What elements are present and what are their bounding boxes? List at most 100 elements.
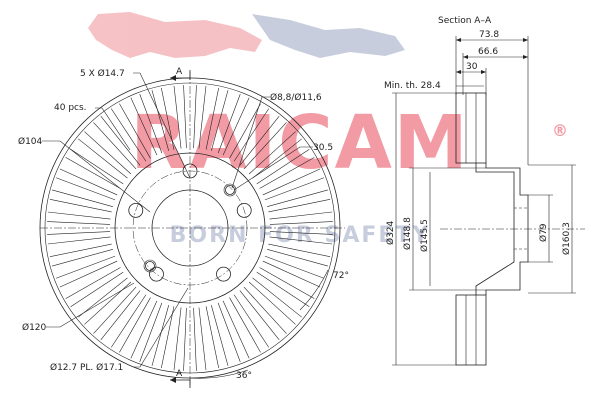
- vane-line: [139, 302, 163, 362]
- vane-line: [151, 90, 170, 151]
- vane-line: [47, 236, 111, 245]
- bolt-hole: [128, 202, 144, 218]
- label-d104: Ø104: [18, 136, 43, 147]
- hat-profile: [485, 163, 529, 295]
- vane-line: [198, 85, 207, 149]
- vane-line: [264, 255, 324, 279]
- vane-line: [130, 300, 158, 359]
- vane-line: [268, 199, 331, 213]
- vane-line: [248, 131, 296, 175]
- vane-line: [161, 306, 175, 369]
- vane-line: [256, 271, 310, 308]
- dim-d148: Ø148.8: [402, 217, 413, 250]
- vane-line: [269, 211, 333, 220]
- vane-line: [84, 131, 132, 175]
- vane-line: [256, 148, 310, 185]
- vane-line: [49, 243, 112, 257]
- braking-ring-top: [455, 92, 487, 164]
- vane-line: [100, 290, 141, 340]
- bolt-hole: [149, 266, 164, 282]
- section-mark-top: A: [176, 67, 183, 77]
- section-mark-bottom: A: [176, 369, 183, 379]
- section-title: Section A–A: [438, 16, 492, 26]
- vane-line: [78, 138, 128, 179]
- vane-line: [84, 281, 132, 325]
- vane-line: [100, 116, 141, 166]
- vane-line: [139, 94, 163, 154]
- vane-line: [233, 108, 270, 162]
- vane-line: [205, 87, 219, 150]
- vane-line: [151, 305, 170, 366]
- vane-line: [262, 260, 321, 288]
- brand-slogan: BORN FOR SAFETY: [170, 223, 431, 248]
- vane-line: [229, 103, 261, 159]
- vane-line: [217, 302, 241, 362]
- label-angle36: 36°: [236, 371, 252, 381]
- bolt-hole: [236, 202, 252, 218]
- vane-line: [243, 122, 287, 170]
- vane-line: [47, 231, 111, 235]
- vane-line: [222, 300, 250, 359]
- vane-line: [119, 103, 151, 159]
- label-vanes: 40 pcs.: [54, 103, 87, 113]
- vane-line: [248, 281, 296, 325]
- front-view: A A 5 X Ø14.7 40 pcs. Ø104 Ø8,8/Ø11,6 30…: [18, 67, 349, 388]
- label-holes: 5 X Ø14.7: [80, 68, 125, 79]
- dim-d324: Ø324: [385, 220, 396, 245]
- vane-line: [267, 248, 328, 267]
- vane-line: [70, 148, 124, 185]
- section-view: Section A–A 73.8 66.6 30 Min. th. 28.4: [384, 16, 585, 366]
- vane-line: [65, 267, 121, 299]
- dim-w73: 73.8: [479, 30, 499, 40]
- dim-w66: 66.6: [478, 47, 498, 57]
- jaguar-logo-red: [88, 12, 262, 58]
- pin-hole-1-outer: [223, 183, 237, 197]
- vane-line: [239, 290, 280, 340]
- vane-line: [193, 307, 197, 371]
- hat-outer-circle: [114, 152, 266, 304]
- vane-line: [59, 168, 118, 196]
- vane-line: [217, 94, 241, 154]
- vane-line: [52, 189, 113, 208]
- vane-line: [47, 211, 111, 220]
- vane-line: [119, 297, 151, 353]
- vane-line: [59, 260, 118, 288]
- bolt-holes: [128, 163, 252, 282]
- vane-outer-ring: [44, 82, 336, 374]
- vane-line: [93, 122, 137, 170]
- vane-line: [222, 97, 250, 156]
- vane-line: [56, 177, 116, 201]
- vane-line: [110, 108, 147, 162]
- vane-line: [173, 307, 182, 371]
- vane-line: [78, 277, 128, 318]
- label-d8: Ø8,8/Ø11,6: [270, 92, 322, 103]
- vane-line: [183, 85, 187, 149]
- vane-line: [252, 138, 302, 179]
- label-r30: 30.5: [313, 143, 333, 153]
- vane-line: [259, 157, 315, 189]
- vane-line: [262, 168, 321, 196]
- vane-line: [56, 255, 116, 279]
- vane-line: [233, 294, 270, 348]
- pin-hole-2-outer: [143, 259, 157, 273]
- vane-line: [264, 177, 324, 201]
- vane-line: [229, 297, 261, 353]
- label-d120: Ø120: [22, 322, 47, 333]
- vane-line: [239, 116, 280, 166]
- jaguar-logo-blue: [252, 14, 405, 58]
- cooling-vanes: [47, 85, 333, 371]
- vane-line: [210, 305, 229, 366]
- vane-line: [198, 307, 207, 371]
- dim-d145: Ø145.5: [419, 219, 430, 252]
- vane-line: [110, 294, 147, 348]
- vane-line: [183, 307, 187, 371]
- vane-line: [193, 85, 197, 149]
- center-bore: [151, 189, 229, 267]
- vane-line: [47, 221, 111, 225]
- braking-ring-bottom: [455, 294, 487, 366]
- dim-d160: Ø160.3: [561, 222, 572, 255]
- dim-w30: 30: [466, 62, 478, 72]
- brand-name: RAICAM: [130, 100, 469, 186]
- vane-line: [259, 267, 315, 299]
